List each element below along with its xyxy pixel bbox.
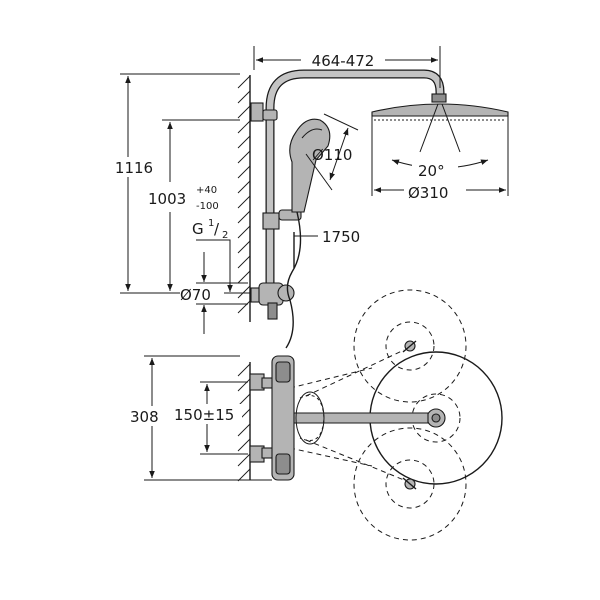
hose-length-dimension: 1750 — [322, 228, 360, 246]
thermostat-elevation — [250, 282, 295, 320]
thread-spec-slash: / — [214, 220, 220, 238]
side-elevation: 464-472 1116 1003 +40 -100 G 1 / 2 Ø70 Ø… — [106, 46, 509, 349]
outlet-height-dimension: 1003 — [148, 190, 186, 208]
thermostat-mixer-icon — [249, 355, 295, 481]
total-height-dimension: 1116 — [115, 159, 153, 177]
outlet-height-tol-minus: -100 — [196, 201, 219, 212]
hand-shower-diameter-dimension: Ø110 — [312, 146, 352, 164]
plan-depth-dimension: 308 — [130, 408, 159, 426]
thread-spec-denominator: 2 — [222, 230, 228, 241]
head-shower-icon — [371, 93, 509, 121]
thread-spec-numerator: 1 — [208, 218, 214, 229]
outlet-height-tol-plus: +40 — [196, 185, 217, 196]
shower-arm-plan — [283, 412, 429, 424]
rail-width-dimension: 464-472 — [312, 52, 375, 70]
thread-spec-prefix: G — [192, 220, 204, 238]
hand-shower-plan — [295, 391, 325, 445]
plan-view: 308 150±15 — [128, 289, 503, 541]
wall-hatch-icon — [237, 75, 251, 322]
head-shower-diameter-dimension: Ø310 — [408, 184, 448, 202]
shower-rail — [250, 69, 445, 290]
hand-shower-icon — [289, 118, 331, 213]
wall-diameter-dimension: Ø70 — [180, 286, 211, 304]
hose — [285, 211, 302, 349]
inlet-centres-dimension: 150±15 — [174, 406, 234, 424]
spray-angle-dimension: 20° — [418, 162, 445, 180]
